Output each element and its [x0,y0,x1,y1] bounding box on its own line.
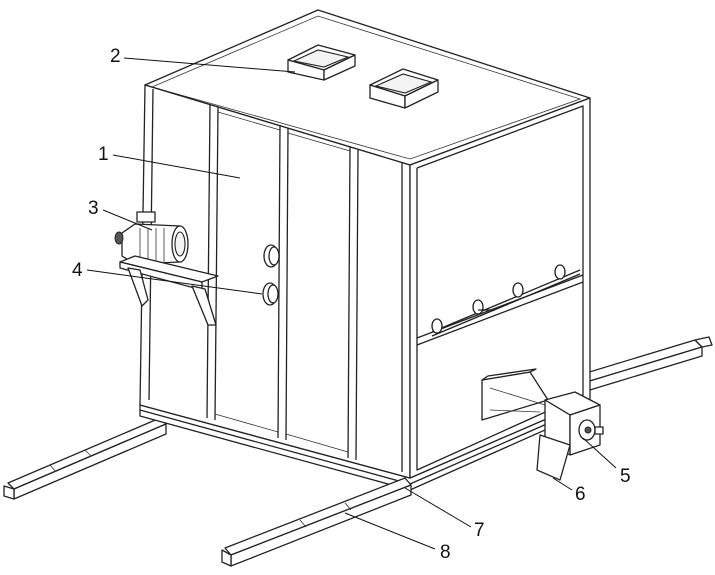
rail-front [221,477,412,567]
rail-left-front [3,417,167,500]
air-outlet-2 [369,68,439,109]
sight-port-upper [263,244,280,268]
callout-4: 4 [72,260,83,281]
sight-port-lower [262,282,279,306]
motor [114,211,189,265]
hopper [536,434,571,481]
callout-1: 1 [98,144,109,165]
fan-box [544,391,604,456]
shaft-rail [416,274,584,339]
leader-lines [86,57,617,550]
callout-8: 8 [440,542,451,563]
callout-2: 2 [110,46,121,67]
agitator-shaft [431,264,581,337]
callout-3: 3 [88,198,99,219]
callout-5: 5 [620,466,631,487]
callout-7: 7 [474,520,485,541]
front-panel-seams [148,88,403,472]
air-outlet-1 [287,44,356,81]
callout-6: 6 [575,484,586,505]
